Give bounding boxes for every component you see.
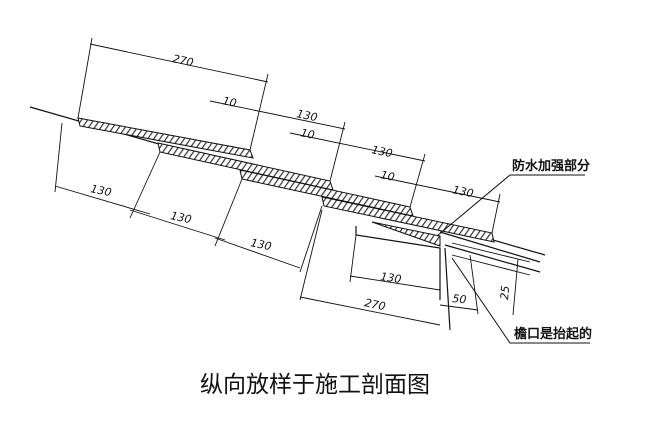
dimension-lines [54, 37, 531, 326]
dim-line-row3 [374, 175, 501, 203]
dim-lap-2: 130 [370, 143, 393, 160]
ext-line [299, 209, 323, 301]
ext-line [129, 151, 161, 219]
dim-line-lower-2 [129, 209, 226, 241]
ext-line [249, 73, 269, 151]
note-eave-raised: 檐口是抬起的 [514, 326, 592, 342]
dim-lower-1: 130 [89, 182, 112, 199]
eave-support-line [444, 247, 451, 331]
ext-line [469, 254, 479, 315]
ext-line [349, 234, 357, 283]
tile-layer-1 [77, 117, 254, 159]
dim-line-row2 [289, 132, 426, 162]
dim-line-bottom-270 [299, 296, 441, 326]
leader-eave [451, 257, 590, 344]
dim-overlap-3: 10 [379, 168, 395, 184]
ext-line [409, 153, 426, 208]
dim-line-row1 [209, 100, 346, 130]
dim-rise-25: 25 [498, 285, 512, 300]
dim-line-bottom-130 [349, 275, 441, 291]
ext-line [329, 121, 346, 182]
ext-line [214, 178, 243, 247]
dim-overlap-1: 10 [221, 94, 237, 110]
dim-overlap-2: 10 [299, 126, 315, 142]
waterproof-reinforcement [371, 221, 441, 247]
dim-line-bottom-50 [439, 304, 479, 311]
ext-line [77, 37, 93, 119]
ext-line [299, 205, 323, 273]
dim-bottom-130: 130 [380, 270, 403, 286]
leader-lines [436, 174, 590, 344]
tile-layers [77, 117, 495, 247]
eave-block-outline [355, 226, 441, 300]
dim-line-lower-3 [214, 237, 301, 269]
rise-ext-upper [451, 242, 531, 263]
dim-upper-270: 270 [171, 52, 194, 69]
dimension-texts: 270 10 130 10 130 10 130 130 130 130 130… [89, 52, 512, 313]
note-waterproof: 防水加强部分 [512, 158, 590, 174]
dim-lower-3: 130 [249, 236, 272, 253]
dim-lower-2: 130 [169, 209, 192, 226]
dim-lap-3: 130 [451, 183, 474, 200]
dim-bottom-270: 270 [363, 296, 386, 313]
dim-line-upper-270 [89, 43, 269, 83]
eave-extension-line [439, 231, 541, 263]
dim-bottom-50: 50 [452, 292, 467, 306]
leader-waterproof [436, 174, 585, 237]
eave-block [355, 226, 451, 331]
ext-line [491, 193, 501, 234]
ext-line [54, 122, 63, 193]
dim-lap-1: 130 [295, 107, 318, 124]
dim-line-rise-25 [512, 258, 519, 316]
tile-layer-4 [321, 196, 495, 243]
eave-lower-line [444, 244, 541, 273]
diagram-caption: 纵向放样于施工剖面图 [200, 372, 430, 398]
